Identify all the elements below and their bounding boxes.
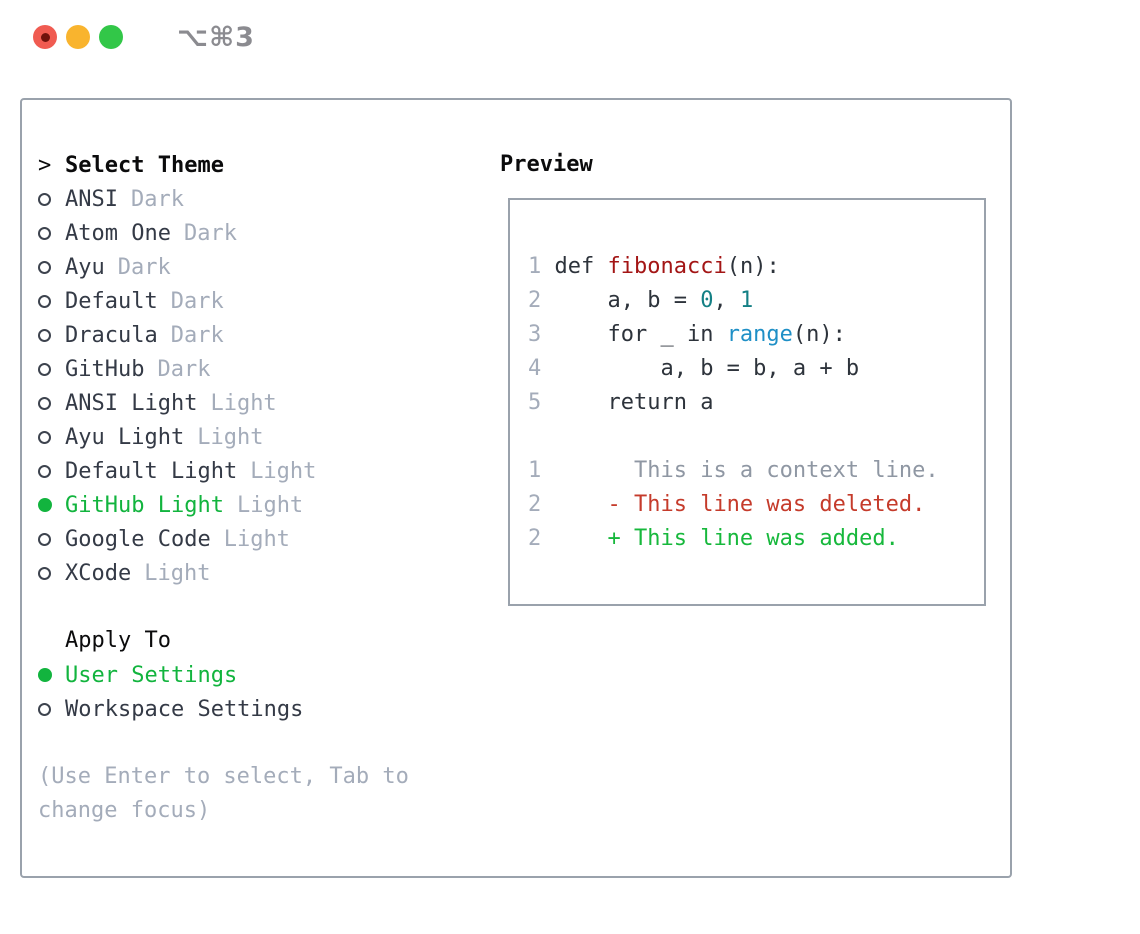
preview-box: 1 def fibonacci(n): 2 a, b = 0, 1 3 for _ … — [508, 198, 986, 606]
theme-name: Default — [65, 288, 158, 314]
theme-variant: Dark — [117, 254, 171, 280]
theme-variant: Light — [236, 492, 304, 518]
theme-name: ANSI — [65, 186, 118, 212]
theme-option-default-light[interactable]: Default Light Light — [38, 454, 1010, 488]
theme-name: Ayu — [65, 254, 105, 280]
code-line: 2 a, b = 0, 1 — [528, 288, 754, 313]
theme-option-github[interactable]: GitHub Dark — [38, 352, 1010, 386]
code-line: 5 return a — [528, 390, 714, 415]
theme-variant: Light — [197, 424, 264, 450]
theme-option-github-light[interactable]: GitHub Light Light — [38, 488, 1010, 522]
theme-name: ANSI Light — [65, 390, 198, 416]
theme-variant: Dark — [130, 186, 184, 212]
code-line: 4 a, b = b, a + b — [528, 356, 860, 381]
radio-selected-icon — [38, 498, 52, 512]
radio-icon — [38, 226, 51, 240]
theme-option-atom-one[interactable]: Atom One Dark — [38, 216, 1010, 250]
diff-line-added: 2 + This line was added. — [528, 526, 899, 551]
theme-option-dracula[interactable]: Dracula Dark — [38, 318, 1010, 352]
radio-icon — [38, 362, 51, 376]
theme-name: Default Light — [65, 458, 238, 484]
theme-variant: Light — [144, 560, 211, 586]
radio-icon — [38, 702, 51, 716]
selection-cursor-icon: > — [38, 152, 52, 178]
radio-icon — [38, 260, 51, 274]
diff-line-context: 1 This is a context line. — [528, 458, 939, 483]
radio-icon — [38, 328, 51, 342]
theme-variant: Dark — [183, 220, 237, 246]
radio-icon — [38, 566, 51, 580]
blank-line — [528, 420, 984, 454]
select-theme-title: Select Theme — [65, 152, 224, 178]
apply-option-user-settings[interactable]: User Settings — [38, 658, 1010, 692]
window-title: ⌥⌘3 — [177, 21, 255, 53]
radio-icon — [38, 192, 51, 206]
theme-name: Atom One — [65, 220, 171, 246]
code-line: 3 for _ in range(n): — [528, 322, 846, 347]
close-button[interactable] — [33, 25, 57, 49]
radio-icon — [38, 396, 51, 410]
radio-icon — [38, 294, 51, 308]
theme-name: GitHub — [65, 356, 145, 382]
theme-variant: Dark — [170, 288, 224, 314]
theme-variant: Dark — [170, 322, 224, 348]
diff-line-deleted: 2 - This line was deleted. — [528, 492, 926, 517]
radio-icon — [38, 430, 51, 444]
titlebar: ⌥⌘3 — [33, 22, 255, 53]
select-theme-header: > Select Theme — [38, 148, 1010, 182]
apply-option-label: User Settings — [65, 662, 238, 688]
preview-column: Preview 1 def fibonacci(n): 2 a, b = 0, 1… — [500, 148, 986, 606]
theme-name: XCode — [65, 560, 132, 586]
close-dot-icon — [40, 32, 50, 42]
theme-variant: Light — [250, 458, 317, 484]
theme-option-ayu-light[interactable]: Ayu Light Light — [38, 420, 1010, 454]
theme-name: Dracula — [65, 322, 158, 348]
radio-icon — [38, 464, 51, 478]
theme-variant: Dark — [157, 356, 211, 382]
theme-variant: Light — [223, 526, 290, 552]
zoom-button[interactable] — [99, 25, 123, 49]
theme-name: GitHub Light — [65, 492, 224, 518]
theme-name: Google Code — [65, 526, 211, 552]
code-line: 1 def fibonacci(n): — [528, 254, 780, 279]
keyboard-hint: (Use Enter to select, Tab to change focu… — [38, 764, 409, 823]
theme-name: Ayu Light — [65, 424, 185, 450]
preview-title: Preview — [500, 152, 593, 177]
minimize-button[interactable] — [66, 25, 90, 49]
apply-option-workspace-settings[interactable]: Workspace Settings — [38, 692, 1010, 726]
theme-option-google-code[interactable]: Google Code Light — [38, 522, 1010, 556]
apply-option-label: Workspace Settings — [65, 696, 304, 722]
theme-option-ansi-light[interactable]: ANSI Light Light — [38, 386, 1010, 420]
radio-selected-icon — [38, 668, 52, 682]
apply-to-title: Apply To — [65, 628, 171, 653]
theme-option-ayu[interactable]: Ayu Dark — [38, 250, 1010, 284]
radio-icon — [38, 532, 51, 546]
theme-option-xcode[interactable]: XCode Light — [38, 556, 1010, 590]
theme-option-ansi[interactable]: ANSI Dark — [38, 182, 1010, 216]
theme-variant: Light — [210, 390, 277, 416]
theme-option-default[interactable]: Default Dark — [38, 284, 1010, 318]
